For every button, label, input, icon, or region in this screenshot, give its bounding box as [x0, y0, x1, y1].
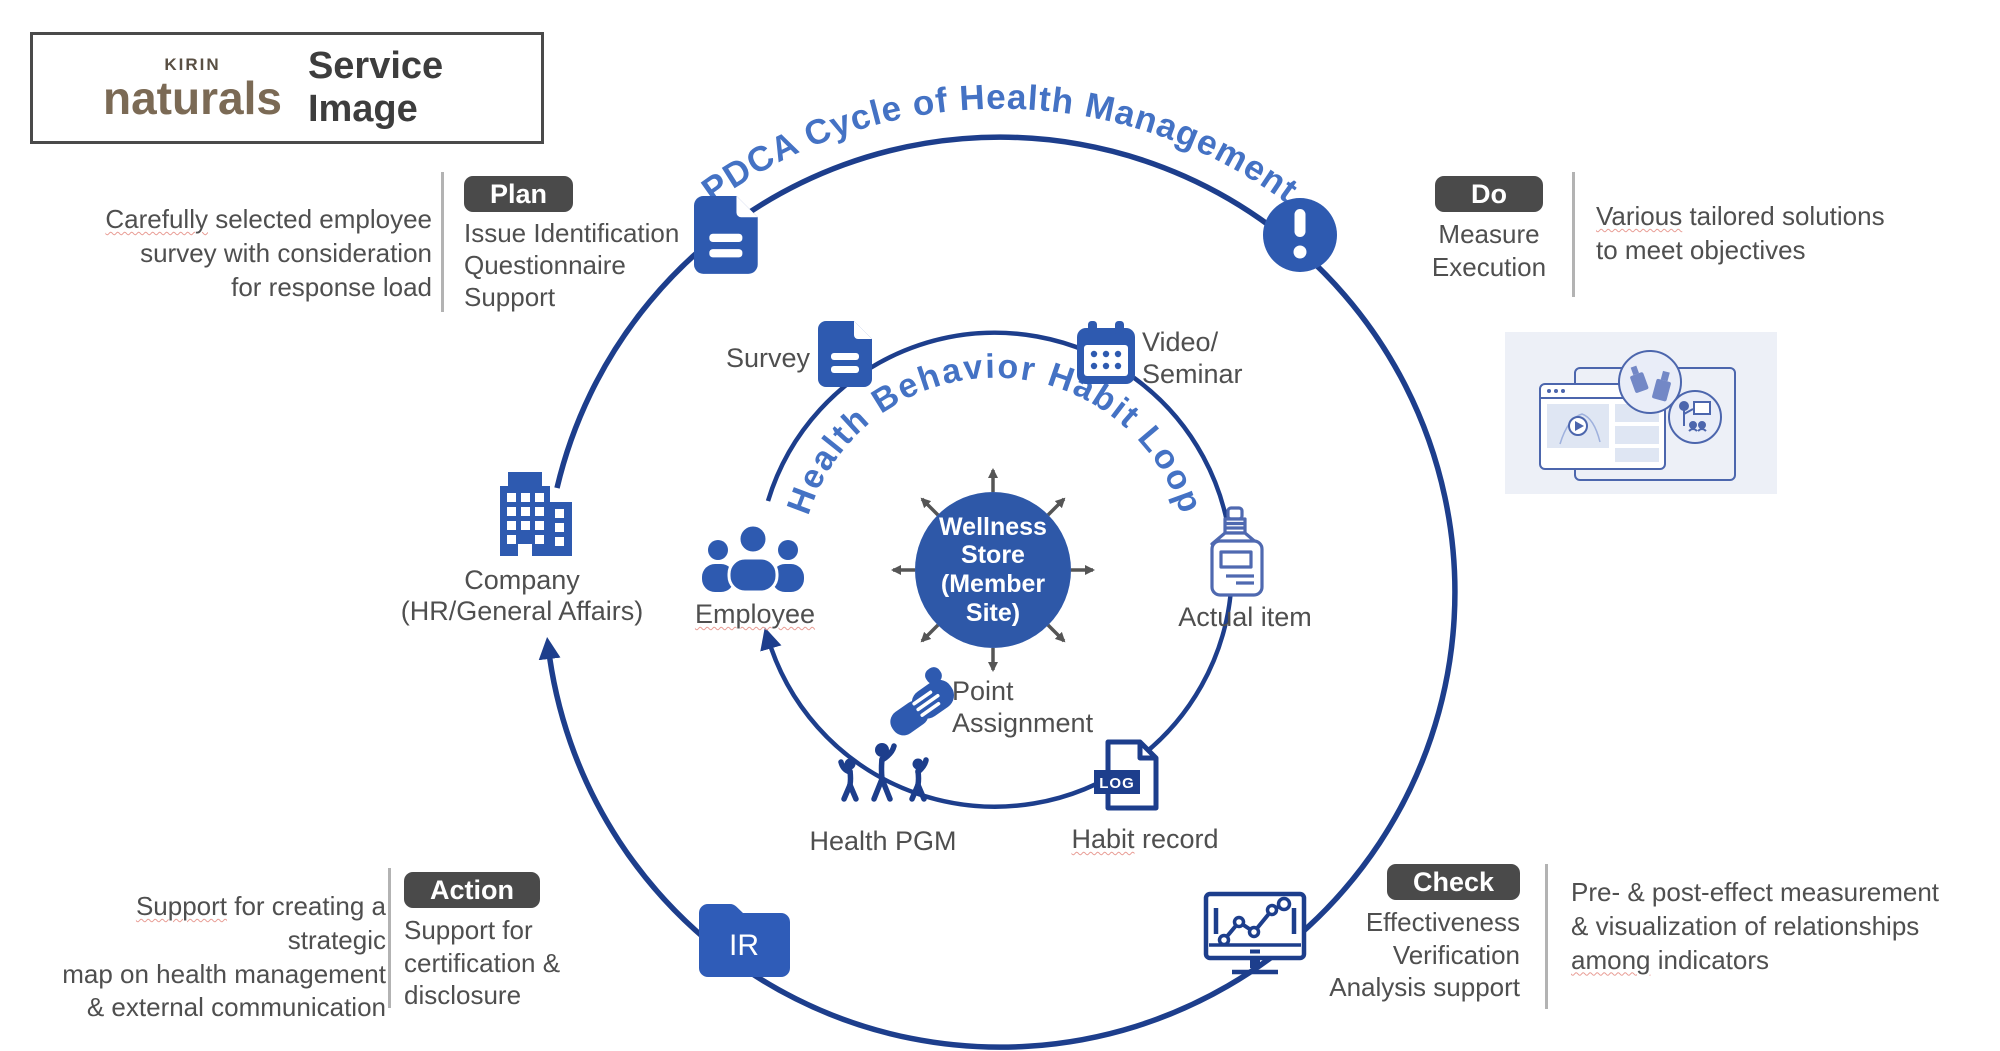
employee-label: Employee	[694, 599, 816, 629]
check-note-word: among	[1571, 944, 1651, 975]
do-line: Measure	[1438, 219, 1540, 250]
action-badge: Action	[404, 872, 540, 909]
do-line: Execution	[1431, 251, 1547, 282]
plan-note-line3: for response load	[231, 271, 432, 302]
point-assignment-handshake-icon	[890, 667, 955, 736]
health-pgm-label: Health PGM	[809, 826, 957, 856]
solutions-illustration	[1505, 332, 1777, 494]
survey-label: Survey	[725, 343, 810, 373]
do-note-rest: tailored solutions	[1682, 201, 1885, 231]
hub-arrows	[891, 468, 1095, 672]
do-exclamation-icon	[1263, 198, 1337, 272]
plan-document-icon	[694, 196, 758, 274]
check-line: Effectiveness	[1365, 907, 1520, 938]
company-label: Company (HR/General Affairs)	[400, 565, 644, 627]
divider-action	[388, 868, 391, 1008]
video-seminar-calendar-icon	[1077, 321, 1135, 384]
divider-do	[1572, 172, 1575, 297]
check-note-line1: Pre- & post-effect measurement	[1571, 877, 1940, 907]
check-line: Analysis support	[1329, 972, 1520, 1003]
do-note: Various tailored solutions to meet objec…	[1596, 200, 1956, 268]
plan-line: Issue Identification	[464, 218, 680, 249]
survey-document-icon	[818, 321, 872, 387]
plan-line: Support	[464, 281, 556, 312]
logo-box: KIRIN naturals Service Image	[30, 32, 544, 144]
divider-plan	[441, 172, 444, 312]
do-note-word: Various	[1596, 201, 1683, 231]
employee-people-icon	[702, 523, 804, 594]
action-line: Support for	[404, 915, 533, 946]
point-assignment-label: Point Assignment	[952, 676, 1094, 738]
action-group: Action Support for certification & discl…	[404, 872, 634, 1012]
check-group: Check Effectiveness Verification Analysi…	[1268, 864, 1520, 1004]
action-note-word: Support	[135, 891, 228, 921]
action-line: disclosure	[404, 980, 522, 1011]
plan-note: Carefully selected employee survey with …	[60, 203, 432, 304]
kirin-naturals-logo: KIRIN naturals	[103, 56, 282, 121]
action-note: Support for creating a strategic map on …	[48, 890, 386, 1025]
actual-item-bottle-icon	[1210, 506, 1264, 597]
plan-line: Questionnaire	[464, 250, 626, 281]
do-badge: Do	[1435, 176, 1543, 213]
habit-record-label: Habit record	[1071, 824, 1219, 854]
check-note-line2: & visualization of relationships	[1571, 910, 1920, 941]
action-line: certification &	[404, 947, 561, 978]
actual-item-label: Actual item	[1178, 602, 1312, 632]
plan-group: Plan Issue Identification Questionnaire …	[464, 176, 704, 314]
check-line: Verification	[1392, 939, 1520, 970]
plan-badge: Plan	[464, 176, 574, 213]
kirin-wordmark: KIRIN	[164, 54, 221, 74]
check-note: Pre- & post-effect measurement & visuali…	[1571, 876, 1991, 977]
do-group: Do Measure Execution	[1422, 176, 1556, 283]
health-pgm-exercise-icon	[838, 743, 929, 802]
action-note-line3: & external communication	[86, 992, 386, 1023]
check-note-rest: indicators	[1650, 944, 1769, 975]
company-building-icon	[500, 472, 572, 556]
plan-note-line2: survey with consideration	[140, 237, 432, 268]
plan-note-word: Carefully	[105, 204, 208, 234]
wellness-store-hub	[915, 492, 1071, 648]
divider-check	[1545, 864, 1548, 1009]
ir-folder-icon: IR	[699, 904, 790, 977]
action-note-rest: for creating a strategic	[227, 891, 386, 955]
svg-text:IR: IR	[729, 929, 759, 962]
wellness-store-label: Wellness Store (Member Site)	[939, 512, 1047, 627]
habit-record-log-icon: LOG	[1094, 739, 1159, 811]
page-title: Service Image	[307, 45, 444, 130]
outer-cycle-arc	[538, 134, 1458, 1050]
svg-text:LOG: LOG	[1099, 775, 1135, 792]
do-note-line2: to meet objectives	[1596, 234, 1806, 265]
naturals-wordmark: naturals	[103, 71, 282, 124]
video-seminar-label: Video/ Seminar	[1142, 327, 1243, 389]
check-monitor-chart-icon	[1203, 891, 1307, 975]
plan-note-rest: selected employee	[207, 204, 432, 234]
action-note-line2: map on health management	[62, 958, 386, 989]
check-badge: Check	[1386, 864, 1520, 901]
